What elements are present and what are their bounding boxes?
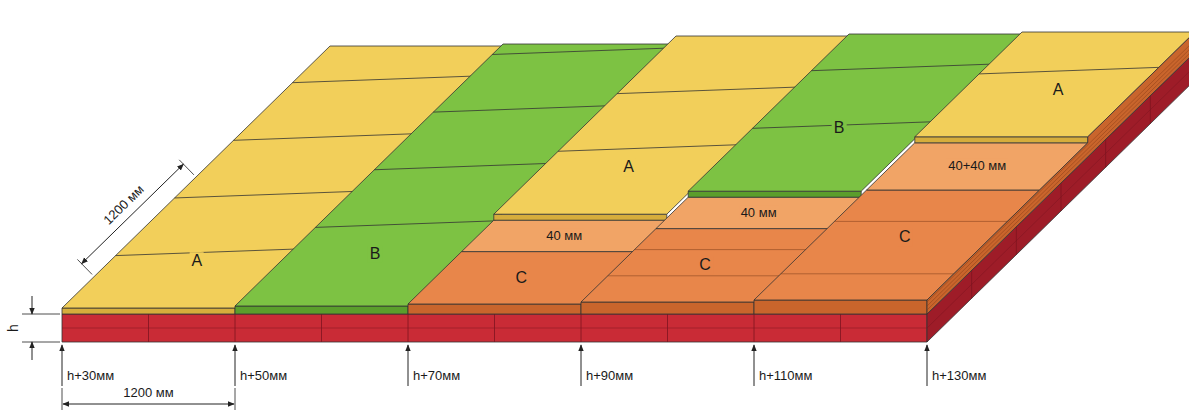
level-label: h+30мм <box>65 369 116 383</box>
joint-line <box>558 145 738 152</box>
level-arrow <box>581 345 582 386</box>
level-label: h+110мм <box>757 369 814 383</box>
c-layer-band <box>462 220 667 251</box>
c-layer-band <box>656 197 861 228</box>
level-label: h+50мм <box>238 369 289 383</box>
level-arrow <box>235 345 236 386</box>
layer-thickness: 40 мм <box>739 206 779 220</box>
level-arrow <box>927 345 928 386</box>
extension-line <box>62 388 63 410</box>
layer-line <box>927 48 1189 310</box>
sheet-edge <box>915 137 1088 143</box>
dimension-label: 1200 мм <box>121 386 175 400</box>
joint-line <box>374 163 554 170</box>
part-name: B <box>368 245 383 263</box>
joint-line <box>492 48 672 55</box>
c-layer-edge <box>408 304 581 314</box>
part-name: B <box>832 120 847 138</box>
c-layer-edge <box>581 302 754 314</box>
joint-line <box>315 221 495 228</box>
joint-line <box>617 87 797 94</box>
extension-line <box>77 259 92 274</box>
part-name: A <box>189 252 204 270</box>
joint-line <box>175 191 355 198</box>
joint-line <box>811 64 991 71</box>
extension-line <box>22 342 60 343</box>
level-arrow <box>408 345 409 386</box>
part-name: C <box>897 228 913 246</box>
part-name: A <box>1051 81 1066 99</box>
c-layer-edge <box>754 300 927 314</box>
extension-line <box>235 388 236 410</box>
level-arrow <box>62 345 63 386</box>
level-label: h+70мм <box>411 369 462 383</box>
joint-line <box>116 249 296 256</box>
part-name: C <box>697 257 713 275</box>
dimension-line <box>82 164 184 264</box>
layer-thickness: 40+40 мм <box>946 159 1008 173</box>
level-label: h+90мм <box>584 369 635 383</box>
part-name: C <box>514 269 530 287</box>
dimension-label: 1200 мм <box>100 181 149 229</box>
sheet-edge <box>235 306 408 314</box>
level-label: h+130мм <box>930 369 988 383</box>
sheet-edge <box>688 191 861 197</box>
extension-line <box>22 314 60 315</box>
sheet-edge <box>494 214 667 220</box>
dimension-line <box>63 404 234 405</box>
dimension-label: h <box>6 322 21 334</box>
layer-line <box>781 273 954 274</box>
layer-line <box>834 221 1007 222</box>
dimension-arrow <box>32 342 33 360</box>
floor-side <box>927 32 1189 314</box>
dimension-arrow <box>32 296 33 314</box>
joint-line <box>979 67 1159 74</box>
brick-course <box>62 328 927 329</box>
joint-line <box>292 76 472 83</box>
layer-line <box>927 40 1189 302</box>
level-arrow <box>754 345 755 386</box>
layer-line <box>608 275 781 276</box>
joint-line <box>433 106 613 113</box>
layer-thickness: 40 мм <box>544 229 584 243</box>
extension-line <box>179 160 194 175</box>
layer-line <box>927 44 1189 306</box>
sheet-edge <box>62 308 235 314</box>
part-name: A <box>621 158 636 176</box>
layer-line <box>635 249 808 250</box>
base-slab-front <box>62 314 927 342</box>
joint-line <box>234 134 414 141</box>
